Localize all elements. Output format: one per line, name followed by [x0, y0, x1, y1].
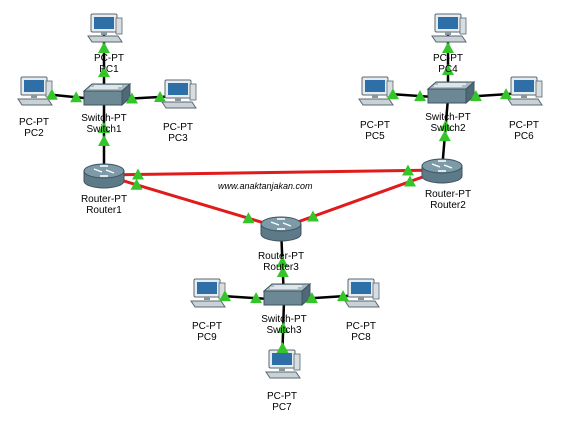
pc6-type: PC-PT [509, 120, 539, 131]
pc5-label: PC-PT PC5 [360, 120, 390, 142]
switch2-label: Switch-PT Switch2 [425, 112, 471, 134]
link-up-marker [439, 119, 452, 131]
link-up-marker [386, 88, 399, 100]
link-up-marker [442, 64, 454, 75]
router1-label: Router-PT Router1 [81, 194, 127, 216]
switch2-switch-icon[interactable] [426, 80, 476, 105]
pc3-type: PC-PT [163, 122, 193, 133]
pc2-label: PC-PT PC2 [19, 117, 49, 139]
pc7-pc-icon[interactable] [265, 349, 301, 379]
pc4-label: PC-PT PC4 [433, 53, 463, 75]
pc6-label: PC-PT PC6 [509, 120, 539, 142]
link-up-marker [276, 255, 289, 267]
pc2-name: PC2 [24, 128, 44, 139]
router1-name: Router1 [86, 205, 122, 216]
link-up-marker [469, 90, 482, 102]
link-up-marker [414, 90, 427, 102]
router1-type: Router-PT [80, 194, 128, 205]
switch1-switch-icon[interactable] [82, 82, 132, 107]
link-up-marker [130, 178, 143, 190]
pc6-pc-icon[interactable] [507, 76, 543, 106]
pc8-type: PC-PT [346, 321, 376, 332]
link-up-marker [500, 88, 513, 100]
link-up-marker [404, 175, 417, 187]
pc8-label: PC-PT PC8 [346, 321, 376, 343]
router3-label: Router-PT Router3 [258, 251, 304, 273]
link-router1-router2 [103, 168, 443, 177]
pc3-pc-icon[interactable] [161, 79, 197, 109]
link-up-marker [45, 88, 58, 100]
link-up-marker [337, 290, 350, 302]
pc2-pc-icon[interactable] [17, 76, 53, 106]
pc1-label: PC-PT PC1 [94, 53, 124, 75]
pc4-pc-icon[interactable] [431, 13, 467, 43]
link-up-marker [276, 342, 289, 354]
pc7-label: PC-PT PC7 [267, 391, 297, 413]
pc7-name: PC7 [272, 402, 292, 413]
router1-router-icon[interactable] [83, 163, 125, 189]
router2-label: Router-PT Router2 [425, 189, 471, 211]
switch3-name: Switch3 [266, 325, 302, 336]
devices-layer [17, 13, 543, 379]
switch3-switch-icon[interactable] [262, 282, 312, 307]
switch1-label: Switch-PT Switch1 [81, 113, 127, 135]
pc1-type: PC-PT [94, 53, 124, 64]
pc9-type: PC-PT [192, 321, 222, 332]
pc8-pc-icon[interactable] [344, 278, 380, 308]
link-up-marker [154, 90, 167, 102]
link-up-marker [250, 292, 263, 304]
switch2-type: Switch-PT [425, 112, 471, 123]
pc2-type: PC-PT [19, 117, 49, 128]
link-up-marker [98, 122, 110, 133]
switch3-type: Switch-PT [261, 314, 307, 325]
watermark-text: www.anaktanjakan.com [218, 181, 313, 191]
pc4-type: PC-PT [433, 53, 463, 64]
link-up-marker [98, 66, 110, 77]
link-router2-router3 [280, 168, 443, 230]
pc9-pc-icon[interactable] [190, 278, 226, 308]
pc6-name: PC6 [514, 131, 534, 142]
pc5-type: PC-PT [360, 120, 390, 131]
link-up-marker [277, 321, 290, 333]
link-up-marker [218, 290, 231, 302]
link-up-marker [242, 212, 255, 224]
pc5-pc-icon[interactable] [358, 76, 394, 106]
pc5-name: PC5 [365, 131, 385, 142]
pc9-label: PC-PT PC9 [192, 321, 222, 343]
pc7-type: PC-PT [267, 391, 297, 402]
pc3-name: PC3 [168, 133, 188, 144]
switch3-label: Switch-PT Switch3 [261, 314, 307, 336]
switch1-name: Switch1 [86, 124, 122, 135]
router3-name: Router3 [263, 262, 299, 273]
link-up-marker [305, 292, 318, 304]
link-up-marker [131, 168, 144, 180]
link-up-marker [442, 42, 454, 53]
pc4-name: PC4 [438, 64, 458, 75]
link-up-marker [98, 42, 110, 53]
switch2-name: Switch2 [430, 123, 466, 134]
link-up-marker [276, 266, 289, 278]
link-up-marker [438, 130, 451, 142]
pc8-name: PC8 [351, 332, 371, 343]
pc3-label: PC-PT PC3 [163, 122, 193, 144]
router2-name: Router2 [430, 200, 466, 211]
link-up-marker [98, 135, 110, 146]
link-up-marker [125, 92, 138, 104]
pc1-pc-icon[interactable] [87, 13, 123, 43]
link-status-markers [45, 42, 513, 354]
router3-router-icon[interactable] [260, 216, 302, 242]
router2-router-icon[interactable] [421, 158, 463, 184]
link-up-marker [402, 164, 415, 176]
router2-type: Router-PT [424, 189, 472, 200]
pc9-name: PC9 [197, 332, 217, 343]
router3-type: Router-PT [257, 251, 305, 262]
link-up-marker [306, 210, 319, 222]
link-up-marker [70, 91, 83, 103]
pc1-name: PC1 [99, 64, 119, 75]
switch1-type: Switch-PT [81, 113, 127, 124]
